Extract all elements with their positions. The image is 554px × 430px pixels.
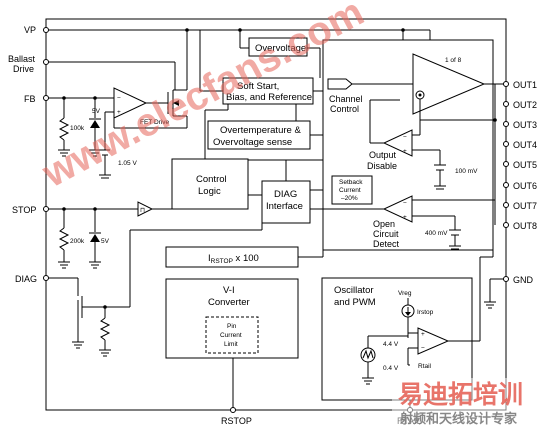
- stop-network: 200k 5V: [58, 209, 110, 269]
- svg-text:−: −: [403, 200, 407, 207]
- pin-rstop-label: RSTOP: [221, 416, 252, 426]
- svg-text:+: +: [117, 109, 121, 116]
- soft-start-text-2: Bias, and Reference: [226, 92, 312, 103]
- ot-ov-text-1: Overtemperature &: [220, 125, 301, 136]
- setback-label-3: –20%: [341, 195, 358, 202]
- pin-vp: VP: [24, 25, 430, 35]
- pin-fb-label: FB: [24, 94, 36, 104]
- pin-out7-label: OUT7: [513, 201, 537, 211]
- pin-vp-label: VP: [24, 25, 36, 35]
- pin-rstop: RSTOP: [221, 358, 252, 426]
- svg-text:+: +: [403, 148, 407, 155]
- svg-text:⊓: ⊓: [140, 207, 145, 214]
- pin-out2-label: OUT2: [513, 100, 537, 110]
- fet-drive-label: FET Drive: [140, 119, 170, 126]
- pcl-text-1: Pin: [227, 323, 237, 330]
- control-logic-text-2: Logic: [198, 186, 221, 197]
- svg-text:−: −: [421, 345, 425, 352]
- pin-out6-label: OUT6: [513, 181, 537, 191]
- resistor-100k-label: 100k: [70, 125, 85, 132]
- pin-ballast-label: Ballast: [8, 54, 36, 64]
- mv100-label: 100 mV: [455, 168, 478, 175]
- mosfet: [113, 30, 188, 129]
- channel-label-1: Channel: [329, 94, 363, 104]
- channel-label-2: Control: [330, 104, 359, 114]
- svg-text:+: +: [403, 214, 407, 221]
- pin-out4-label: OUT4: [513, 140, 537, 150]
- stop-schmitt-buffer: [137, 201, 154, 217]
- svg-text:−: −: [403, 134, 407, 141]
- fet-drive-amp: − + FET Drive 1.05 V: [99, 87, 170, 179]
- cn-logo-top: 易迪拓培训: [398, 380, 523, 409]
- cn-logo-bottom: 射频和天线设计专家: [399, 411, 518, 426]
- diag-transistor: [72, 223, 263, 357]
- fb-network: 100k 5V: [58, 98, 101, 157]
- vreg-label: Vreg: [398, 290, 412, 297]
- mv400-label: 400 mV: [425, 230, 448, 237]
- pin-current-limit-box: [205, 316, 259, 354]
- ot-ov-sense-block: [207, 120, 311, 150]
- rtail-label: Rtail: [418, 363, 432, 370]
- output-amp: [412, 53, 486, 115]
- soft-start-text-1: Soft Start,: [237, 81, 279, 92]
- zener-5v-b-label: 5V: [101, 238, 110, 245]
- pin-out1-label: OUT1: [513, 80, 537, 90]
- setback-current-box: [331, 175, 373, 205]
- setback-label-2: Current: [339, 187, 361, 194]
- diag-text-2: Interface: [266, 201, 303, 212]
- open-circuit-label-1: Open: [373, 219, 395, 229]
- pin-out8-label: OUT8: [513, 221, 537, 231]
- chip-outline: [45, 18, 507, 411]
- output-disable-label-2: Disable: [367, 161, 397, 171]
- setback-label-1: Setback: [339, 179, 363, 186]
- channel-control-shape: [327, 78, 353, 90]
- pin-diag-label: DIAG: [15, 274, 37, 284]
- v44-label: 4.4 V: [383, 341, 399, 348]
- control-logic-block: [171, 158, 249, 210]
- irstop-text: IRSTOP x 100: [208, 253, 259, 265]
- output-disable-label-1: Output: [369, 150, 397, 160]
- vi-text-2: Converter: [208, 297, 250, 308]
- training-logo: 易迪拓培训 射频和天线设计专家: [392, 378, 552, 428]
- pin-out3-label: OUT3: [513, 120, 537, 130]
- open-circuit-comparator: [382, 195, 413, 223]
- soft-start-block: [222, 77, 314, 105]
- overvoltage-block: [248, 37, 308, 57]
- vi-text-1: V-I: [223, 285, 235, 296]
- pin-out5-label: OUT5: [513, 160, 537, 170]
- zener-5v-label: 5V: [92, 108, 101, 115]
- pin-stop-label: STOP: [12, 205, 36, 215]
- diag-text-1: DIAG: [274, 189, 297, 200]
- pin-fb: FB: [24, 94, 114, 104]
- open-circuit-label-2: Circuit: [373, 229, 399, 239]
- svg-text:−: −: [117, 95, 121, 102]
- pcl-text-2: Current: [220, 332, 242, 339]
- one-of-8-label: 1 of 8: [445, 57, 462, 64]
- pin-ballast-drive: Ballast Drive: [8, 54, 176, 90]
- pin-diag: DIAG: [15, 274, 78, 284]
- overvoltage-text: Overvoltage: [255, 43, 306, 54]
- irstop-label: Irstop: [417, 309, 434, 316]
- output-pins: OUT1 OUT2 OUT3 OUT4 OUT5 OUT6 OUT7 OUT8: [503, 80, 537, 231]
- pin-gnd-label: GND: [513, 275, 534, 285]
- resistor-200k-label: 200k: [70, 238, 85, 245]
- pcl-text-3: Limit: [224, 341, 238, 348]
- control-logic-text-1: Control: [196, 174, 227, 185]
- output-disable-comparator: [382, 129, 413, 157]
- svg-text:+: +: [421, 331, 425, 338]
- pin-gnd: GND: [484, 275, 534, 309]
- pwm-comparator: [417, 327, 450, 355]
- pin-stop: STOP: [12, 205, 138, 215]
- ot-ov-text-2: Overvoltage sense: [213, 137, 292, 148]
- ref-105v-label: 1.05 V: [118, 160, 137, 167]
- osc-text-2: and PWM: [334, 297, 376, 308]
- open-circuit-label-3: Detect: [373, 239, 400, 249]
- pin-drive-label: Drive: [13, 64, 34, 74]
- osc-text-1: Oscillator: [334, 285, 374, 296]
- v04-label: 0.4 V: [383, 365, 399, 372]
